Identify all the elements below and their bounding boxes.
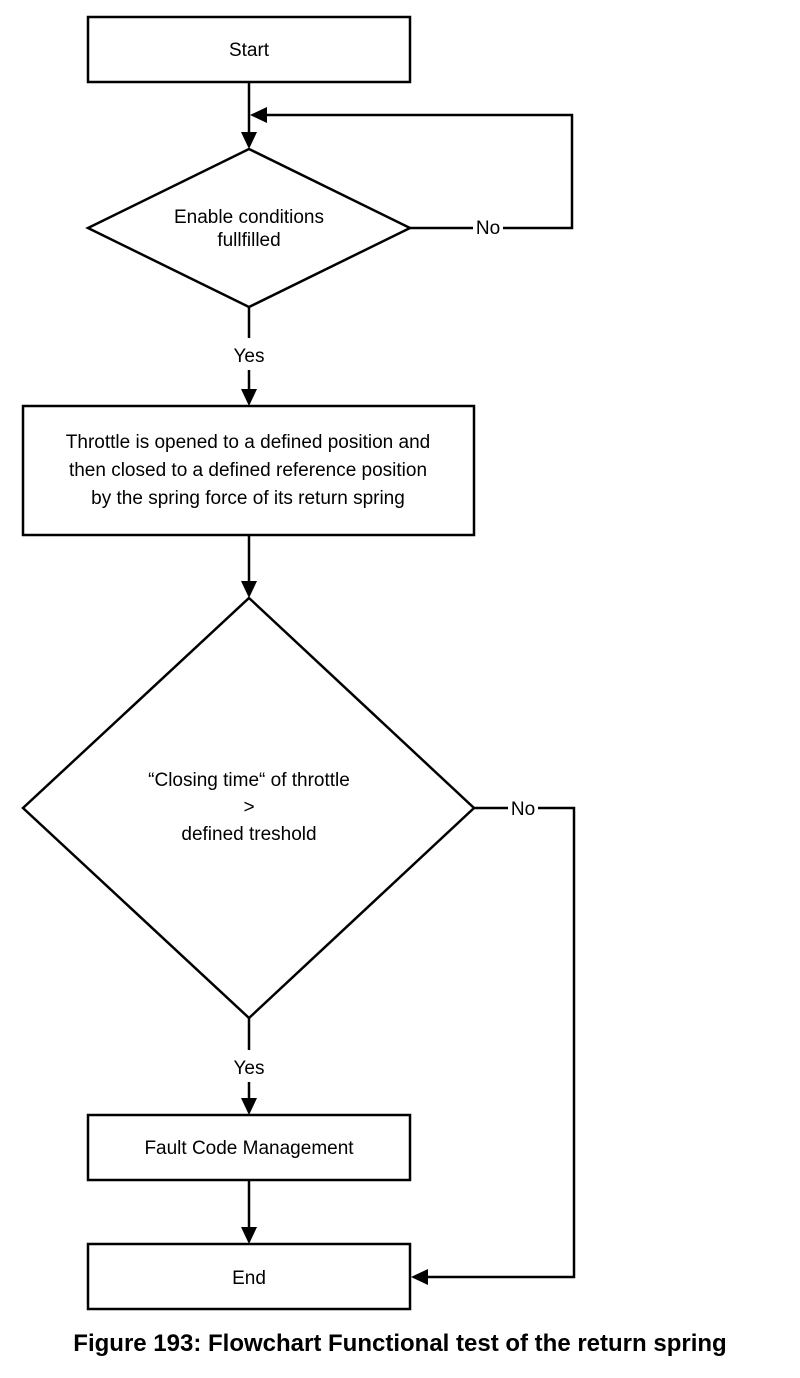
fault-code-node: Fault Code Management [86,1113,412,1182]
figure-caption: Figure 193: Flowchart Functional test of… [73,1330,727,1357]
end-node: End [86,1242,412,1311]
fault-code-label: Fault Code Management [144,1138,354,1159]
arrowhead-enable-loop [250,107,267,123]
arrowhead-end-top [241,1227,257,1244]
enable-conditions-line-1: Enable conditions [174,207,324,228]
start-node: Start [86,15,412,84]
end-node-label: End [232,1268,266,1289]
enable-conditions-line-2: fullfilled [217,230,280,251]
closing-yes-label: Yes [234,1058,265,1079]
enable-yes-label: Yes [234,346,265,367]
arrowhead-enable-top [241,132,257,149]
closing-no-label: No [511,799,535,820]
arrowhead-process-top [241,389,257,406]
throttle-process-node: Throttle is opened to a defined position… [21,404,476,537]
closing-time-line-2: > [243,797,254,818]
throttle-process-line-2: then closed to a defined reference posit… [69,460,427,481]
enable-conditions-decision: Enable conditions fullfilled [85,147,413,309]
closing-time-line-1: “Closing time“ of throttle [148,770,350,791]
start-node-label: Start [229,40,270,61]
connector-closing-no-path [427,806,576,1279]
enable-no-label: No [476,218,500,239]
throttle-process-line-3: by the spring force of its return spring [91,488,405,509]
throttle-process-line-1: Throttle is opened to a defined position… [66,432,430,453]
arrowhead-end-right [411,1269,428,1285]
arrowhead-closing-top [241,581,257,598]
connector-enable-no-return [266,113,574,230]
closing-time-line-3: defined treshold [181,824,316,845]
closing-time-decision: “Closing time“ of throttle > defined tre… [21,596,476,1020]
arrowhead-fault-top [241,1098,257,1115]
